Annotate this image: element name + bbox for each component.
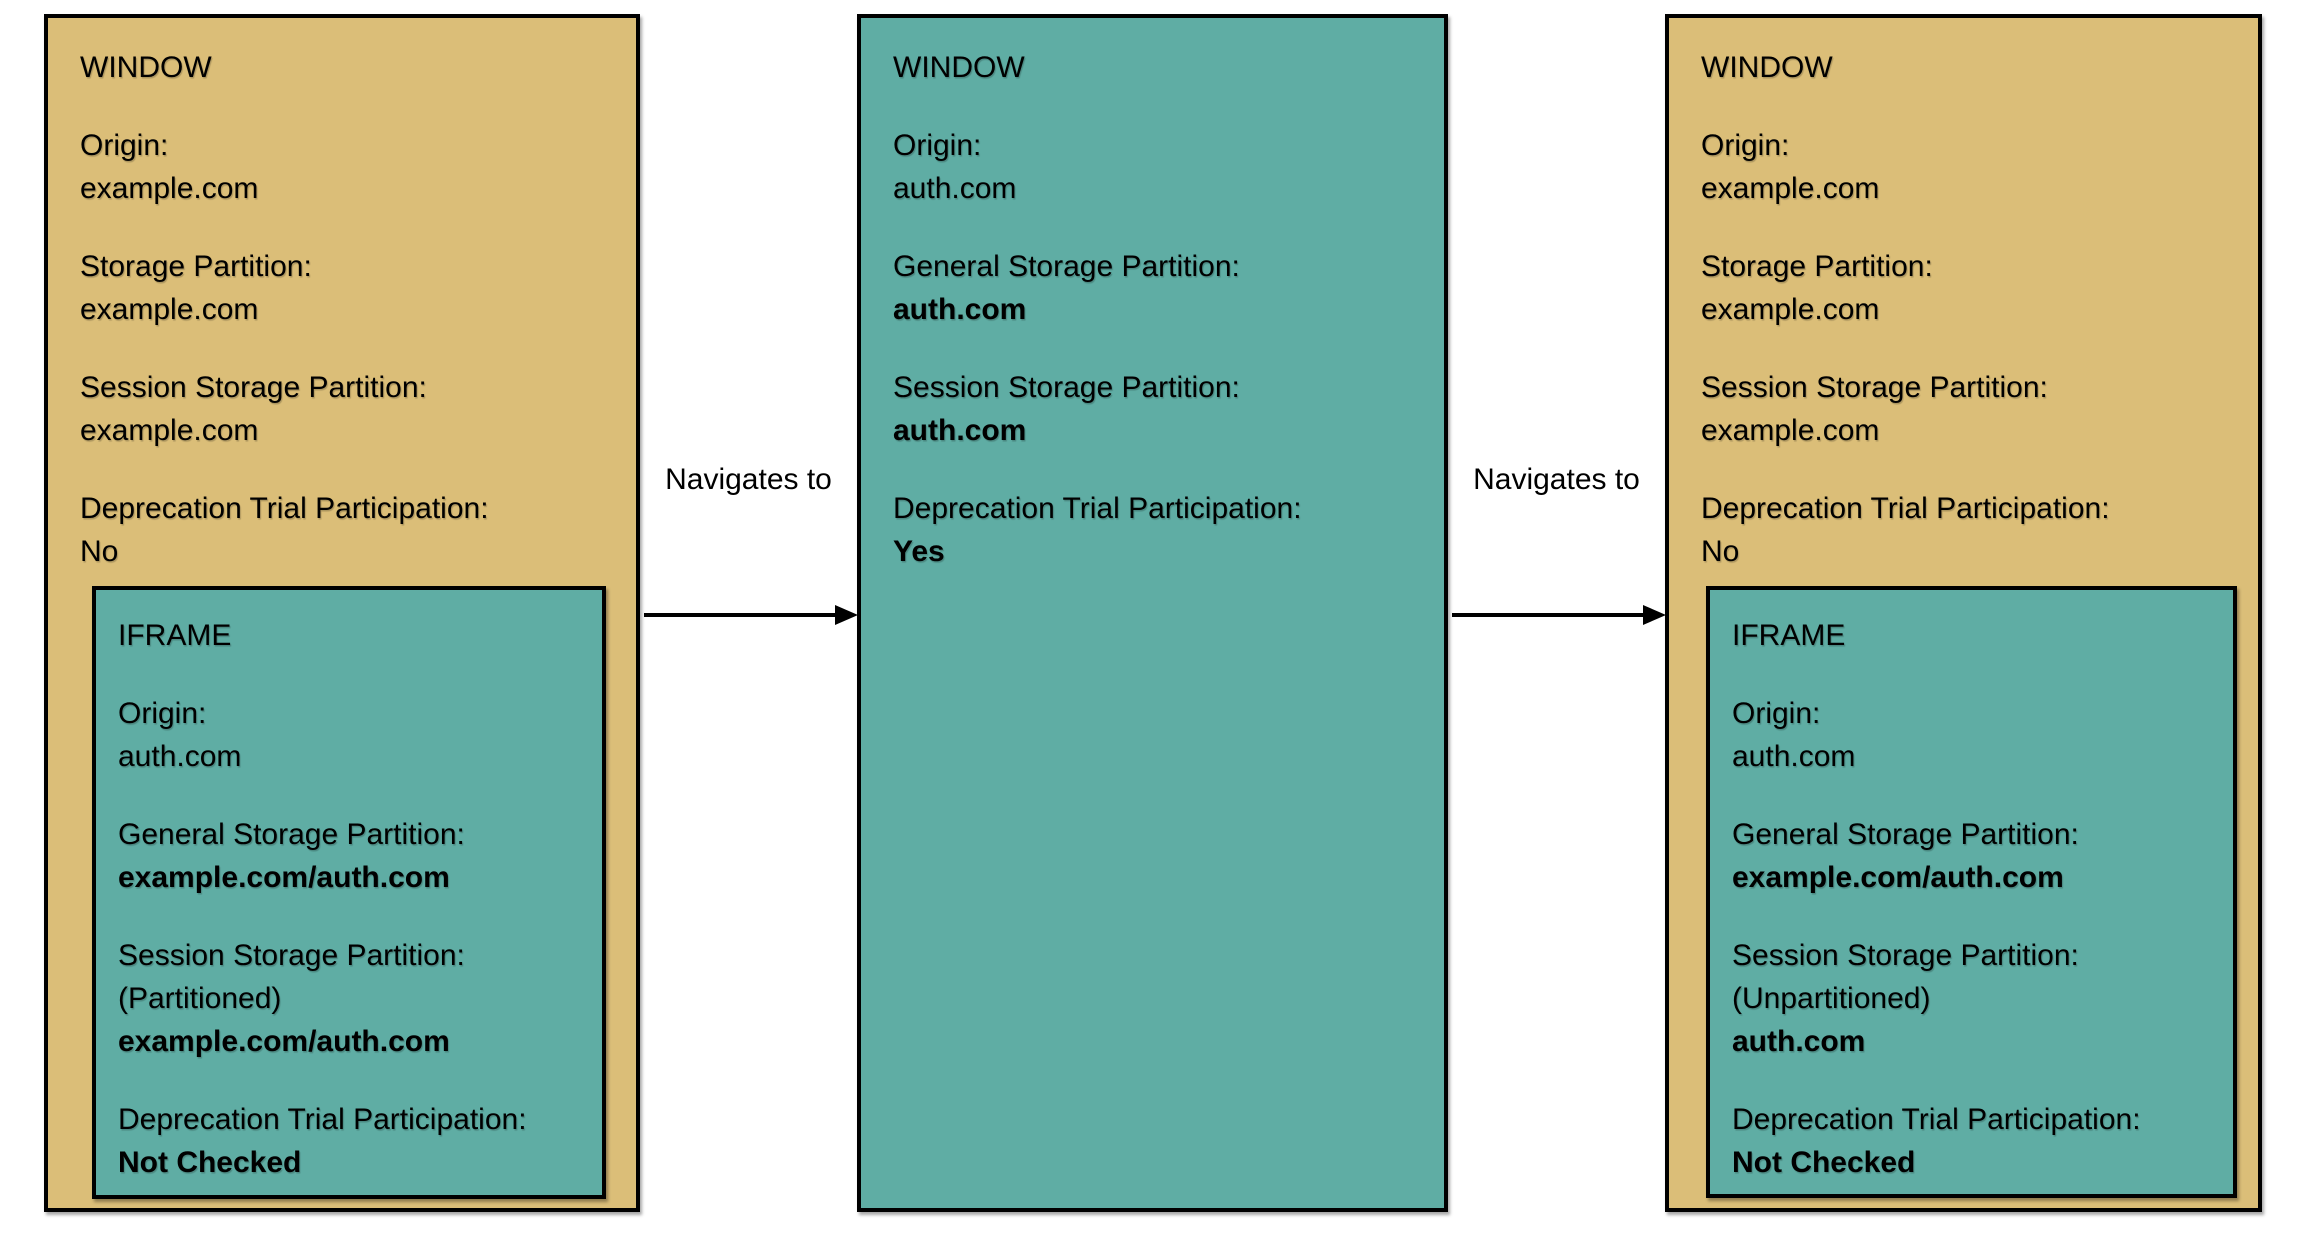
field-label: Deprecation Trial Participation: [893, 492, 1302, 525]
field-value: Not Checked [118, 1146, 302, 1179]
navigates-to-label: Navigates to [665, 463, 832, 496]
field-value: auth.com [1732, 740, 1856, 773]
field-label: Deprecation Trial Participation: [118, 1103, 527, 1136]
field-value: (Partitioned) [118, 982, 282, 1015]
field-label: Session Storage Partition: [893, 371, 1240, 404]
field-label: Deprecation Trial Participation: [1732, 1103, 2141, 1136]
field-general-storage-partition: General Storage Partition: example.com/a… [118, 813, 580, 899]
field-value: example.com [1701, 172, 1880, 205]
field-value: No [1701, 535, 1740, 568]
field-session-storage-partition: Session Storage Partition: (Unpartitione… [1732, 934, 2211, 1063]
window-title: WINDOW [80, 51, 212, 84]
field-value: (Unpartitioned) [1732, 982, 1931, 1015]
field-session-storage-partition: Session Storage Partition: example.com [80, 366, 604, 452]
field-value: example.com [1701, 414, 1880, 447]
arrowhead-icon [835, 605, 858, 625]
field-label: Session Storage Partition: [1732, 939, 2079, 972]
field-origin: Origin: auth.com [1732, 692, 2211, 778]
field-value: example.com [80, 293, 259, 326]
field-value: example.com [1701, 293, 1880, 326]
field-label: Origin: [893, 129, 982, 162]
field-general-storage-partition: General Storage Partition: example.com/a… [1732, 813, 2211, 899]
field-value: auth.com [1732, 1025, 1866, 1058]
arrowhead-icon [1643, 605, 1666, 625]
field-deprecation-trial: Deprecation Trial Participation: No [80, 487, 604, 573]
arrow-middle-to-right [1452, 605, 1666, 625]
field-label: Storage Partition: [80, 250, 312, 283]
window-title: WINDOW [893, 51, 1025, 84]
field-value: Not Checked [1732, 1146, 1916, 1179]
window-box-left: WINDOW Origin: example.com Storage Parti… [44, 14, 640, 1212]
navigates-to-label: Navigates to [1473, 463, 1640, 496]
field-label: Origin: [80, 129, 169, 162]
field-deprecation-trial: Deprecation Trial Participation: Not Che… [118, 1098, 580, 1184]
field-storage-partition: Storage Partition: example.com [1701, 245, 2226, 331]
field-value: No [80, 535, 119, 568]
field-label: Origin: [1701, 129, 1790, 162]
field-origin: Origin: example.com [80, 124, 604, 210]
field-value: Yes [893, 535, 945, 568]
window-box-middle: WINDOW Origin: auth.com General Storage … [857, 14, 1448, 1212]
field-value: example.com/auth.com [1732, 861, 2064, 894]
window-title: WINDOW [1701, 51, 1833, 84]
field-deprecation-trial: Deprecation Trial Participation: No [1701, 487, 2226, 573]
iframe-title: IFRAME [118, 619, 232, 652]
field-session-storage-partition: Session Storage Partition: auth.com [893, 366, 1412, 452]
field-deprecation-trial: Deprecation Trial Participation: Yes [893, 487, 1412, 573]
field-value: auth.com [893, 172, 1017, 205]
field-session-storage-partition: Session Storage Partition: example.com [1701, 366, 2226, 452]
field-storage-partition: Storage Partition: example.com [80, 245, 604, 331]
field-label: Storage Partition: [1701, 250, 1933, 283]
iframe-box-right: IFRAME Origin: auth.com General Storage … [1706, 586, 2237, 1198]
field-deprecation-trial: Deprecation Trial Participation: Not Che… [1732, 1098, 2211, 1184]
field-origin: Origin: auth.com [893, 124, 1412, 210]
field-label: General Storage Partition: [893, 250, 1240, 283]
field-label: General Storage Partition: [118, 818, 465, 851]
field-value: auth.com [893, 414, 1027, 447]
field-label: Origin: [118, 697, 207, 730]
field-label: Session Storage Partition: [118, 939, 465, 972]
field-value: example.com/auth.com [118, 861, 450, 894]
field-label: Deprecation Trial Participation: [80, 492, 489, 525]
field-value: example.com/auth.com [118, 1025, 450, 1058]
window-box-right: WINDOW Origin: example.com Storage Parti… [1665, 14, 2262, 1212]
field-label: General Storage Partition: [1732, 818, 2079, 851]
field-value: example.com [80, 414, 259, 447]
field-value: example.com [80, 172, 259, 205]
iframe-box-left: IFRAME Origin: auth.com General Storage … [92, 586, 606, 1199]
field-label: Session Storage Partition: [80, 371, 427, 404]
field-origin: Origin: auth.com [118, 692, 580, 778]
field-value: auth.com [118, 740, 242, 773]
field-general-storage-partition: General Storage Partition: auth.com [893, 245, 1412, 331]
field-session-storage-partition: Session Storage Partition: (Partitioned)… [118, 934, 580, 1063]
arrow-left-to-middle [644, 605, 858, 625]
iframe-title: IFRAME [1732, 619, 1846, 652]
field-label: Session Storage Partition: [1701, 371, 2048, 404]
field-label: Origin: [1732, 697, 1821, 730]
field-origin: Origin: example.com [1701, 124, 2226, 210]
field-label: Deprecation Trial Participation: [1701, 492, 2110, 525]
field-value: auth.com [893, 293, 1027, 326]
